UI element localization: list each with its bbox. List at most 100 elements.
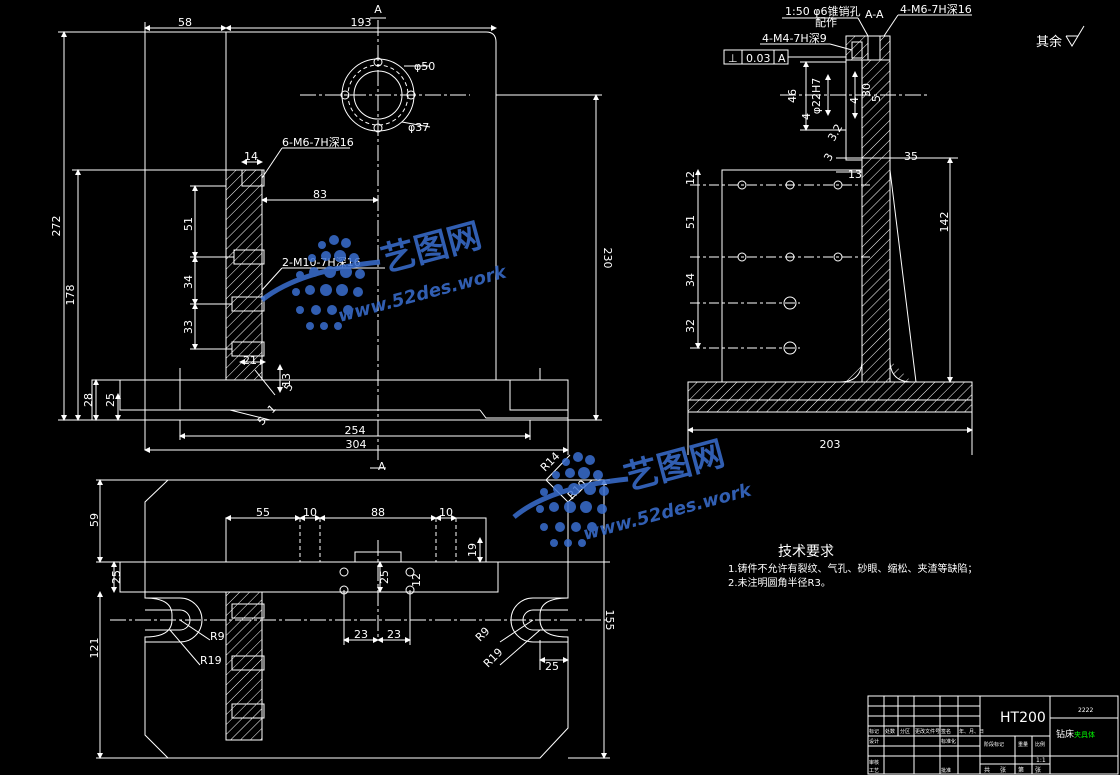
dim-83: 83 bbox=[313, 188, 327, 201]
tech-req-item-1: 1.铸件不允许有裂纹、气孔、砂眼、缩松、夹渣等缺陷； bbox=[728, 562, 978, 575]
tech-requirements: 技术要求 1.铸件不允许有裂纹、气孔、砂眼、缩松、夹渣等缺陷； 2.未注明圆角半… bbox=[728, 544, 978, 589]
tb-label-change: 更改文件号 bbox=[915, 728, 940, 735]
top-base-outline bbox=[144, 479, 569, 759]
dim-304: 304 bbox=[346, 438, 367, 451]
left-slot bbox=[145, 597, 203, 643]
bore-inner-circle bbox=[353, 70, 403, 120]
dim-4s: 4 bbox=[848, 97, 861, 104]
dim-21: 21 bbox=[243, 354, 257, 367]
surface-finish-note: 其余 bbox=[1036, 25, 1085, 50]
tb-label-sheets: 张 bbox=[1000, 766, 1006, 774]
section-view bbox=[687, 14, 973, 455]
radius-r19-right: R19 bbox=[481, 646, 505, 670]
tb-scale-value: 1:1 bbox=[1036, 757, 1046, 764]
dim-13: 13 bbox=[280, 373, 293, 387]
tb-label-date: 年、月、日 bbox=[959, 728, 984, 735]
dim-55: 55 bbox=[256, 506, 270, 519]
dim-12t: 12 bbox=[410, 573, 423, 587]
dim-35: 35 bbox=[904, 150, 918, 163]
tolerance-ref: A bbox=[778, 52, 786, 65]
tb-label-review: 审核 bbox=[869, 759, 879, 766]
dim-10b: 10 bbox=[439, 506, 453, 519]
tb-label-approve: 批准 bbox=[941, 767, 951, 774]
tech-req-item-2: 2.未注明圆角半径R3。 bbox=[728, 576, 831, 589]
dim-19: 19 bbox=[466, 543, 479, 557]
tolerance-symbol: ⊥ bbox=[728, 52, 738, 65]
dim-1: 1 bbox=[265, 402, 279, 416]
tb-label-process: 工艺 bbox=[869, 768, 879, 774]
bore-outer-circle bbox=[341, 58, 415, 132]
dim-33: 33 bbox=[182, 320, 195, 334]
taper-pin-note-2: 配作 bbox=[815, 16, 837, 29]
top-plate bbox=[119, 561, 499, 593]
dim-203: 203 bbox=[820, 438, 841, 451]
watermark-1: 艺图网 www.52des.work bbox=[260, 216, 509, 330]
globe-logo-icon-2 bbox=[512, 452, 629, 547]
dim-25a: 25 bbox=[110, 570, 123, 584]
tb-label-sign: 签名 bbox=[941, 728, 951, 735]
tb-label-design: 设计 bbox=[869, 738, 879, 745]
dim-51s: 51 bbox=[684, 215, 697, 229]
dim-12s: 12 bbox=[684, 171, 697, 185]
dim-28: 28 bbox=[82, 393, 95, 407]
tb-label-standard: 标准化 bbox=[941, 738, 956, 745]
thread-note-m4: 4-M4-7H深9 bbox=[762, 32, 827, 45]
title-block bbox=[867, 695, 1119, 775]
dim-14: 14 bbox=[244, 150, 258, 163]
radius-r9-left: R9 bbox=[210, 630, 225, 643]
section-view-labels: A-A 1:50 φ6锥销孔 配作 4-M6-7H深16 4-M4-7H深9 ⊥… bbox=[684, 3, 972, 451]
dim-142: 142 bbox=[938, 212, 951, 233]
tb-label-total: 共 bbox=[984, 766, 990, 774]
tb-label-no: 第 bbox=[1018, 766, 1024, 774]
dim-58: 58 bbox=[178, 16, 192, 29]
dim-34: 34 bbox=[182, 275, 195, 289]
dim-phi37: φ37 bbox=[408, 121, 429, 134]
dim-phi22: φ22H7 bbox=[810, 78, 823, 115]
dim-254: 254 bbox=[345, 424, 366, 437]
drawing-code: 2222 bbox=[1078, 707, 1093, 714]
dim-34s: 34 bbox=[684, 273, 697, 287]
section-wall bbox=[861, 59, 891, 383]
top-view bbox=[96, 454, 610, 759]
section-rib-line bbox=[889, 169, 917, 383]
watermark-2: 艺图网 www.52des.work bbox=[512, 434, 754, 547]
tb-label-stage: 阶段标记 bbox=[984, 741, 1004, 748]
dim-13s: 13 bbox=[848, 168, 862, 181]
section-holes bbox=[737, 180, 843, 355]
dim-10a: 10 bbox=[303, 506, 317, 519]
dim-230: 230 bbox=[601, 248, 614, 269]
roughness-symbol-icon bbox=[1065, 25, 1085, 47]
dim-59: 59 bbox=[88, 513, 101, 527]
dim-5b: 5 bbox=[255, 414, 269, 428]
material-label: HT200 bbox=[1000, 710, 1046, 726]
title-block-text: HT200 2222 钻床夹具体 标记 处数 分区 更改文件号 签名 年、月、日… bbox=[869, 707, 1095, 774]
top-view-labels: 59 55 10 88 10 19 25 25 12 23 23 121 155… bbox=[88, 450, 616, 673]
tb-label-mark: 标记 bbox=[869, 728, 879, 735]
dim-51: 51 bbox=[182, 217, 195, 231]
front-view bbox=[58, 17, 602, 469]
front-plate-outline bbox=[225, 31, 497, 381]
radius-r19-left: R19 bbox=[200, 654, 222, 667]
dim-25c: 25 bbox=[545, 660, 559, 673]
dim-272: 272 bbox=[50, 216, 63, 237]
dim-23a: 23 bbox=[354, 628, 368, 641]
dim-25b: 25 bbox=[378, 570, 391, 584]
front-view-labels: A A 58 193 φ50 φ37 14 6-M6-7H深16 83 2-M1… bbox=[50, 3, 614, 473]
section-base bbox=[687, 381, 973, 413]
front-section-mark-bottom: A bbox=[378, 460, 386, 473]
front-base-outline bbox=[91, 379, 569, 421]
dim-3-2: 3.2 bbox=[825, 122, 845, 144]
front-section-mark-top: A bbox=[374, 3, 382, 16]
dim-46: 46 bbox=[786, 89, 799, 103]
dim-32s: 32 bbox=[684, 319, 697, 333]
surface-finish-label: 其余 bbox=[1036, 34, 1062, 50]
tb-label-count: 处数 bbox=[885, 728, 895, 735]
radius-r9-right: R9 bbox=[473, 625, 493, 645]
dim-193: 193 bbox=[351, 16, 372, 29]
tb-label-sheet: 张 bbox=[1035, 766, 1041, 774]
section-title: A-A bbox=[865, 8, 884, 21]
tolerance-value: 0.03 bbox=[746, 52, 771, 65]
dim-3: 3 bbox=[821, 151, 836, 164]
dim-178: 178 bbox=[64, 285, 77, 306]
